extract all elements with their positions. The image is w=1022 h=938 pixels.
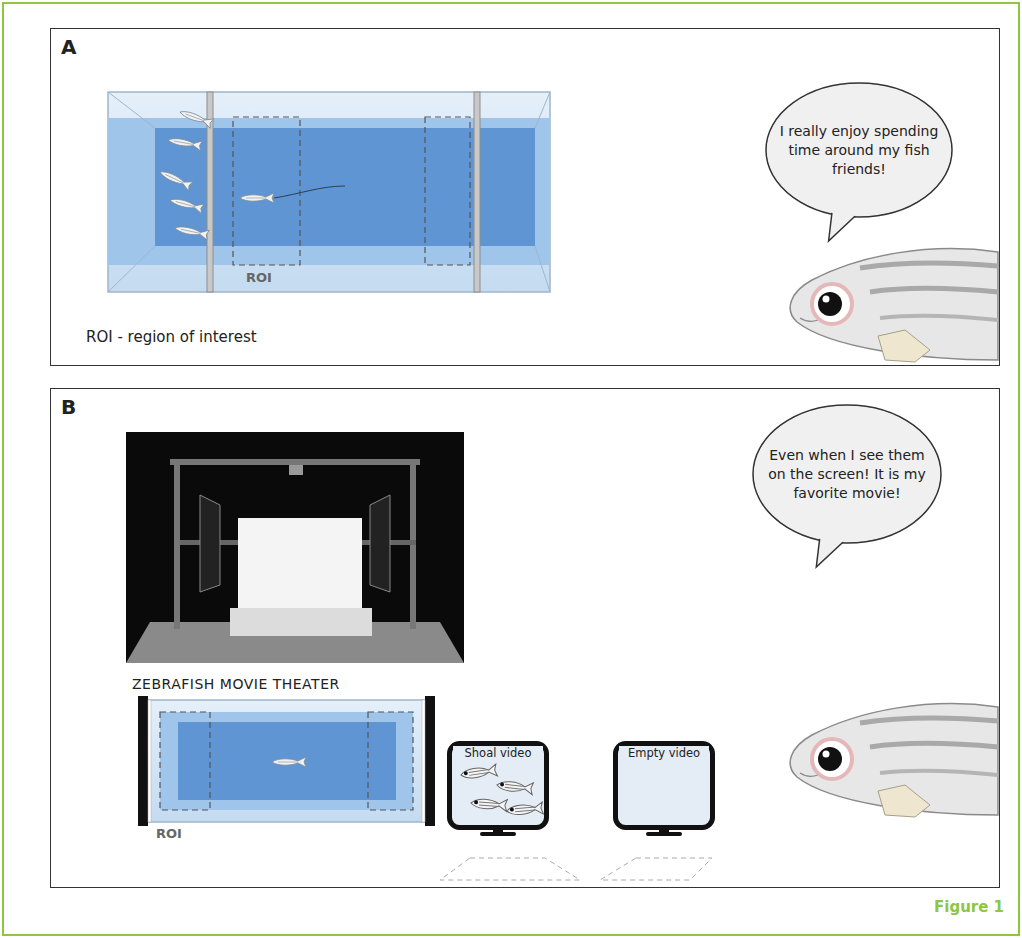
note-text: ROI - region of interest	[86, 328, 257, 346]
speech-text: I really enjoy spending time around my f…	[772, 122, 946, 179]
fish-eye	[500, 782, 504, 786]
fish-eye	[464, 771, 469, 776]
speech-bubble: I really enjoy spending time around my f…	[764, 81, 954, 219]
fish-eye	[474, 800, 478, 804]
panel-letter: B	[61, 395, 76, 419]
shoal-fish	[506, 802, 543, 817]
tank-b	[138, 696, 435, 826]
illustration-part	[138, 696, 148, 826]
illustration-part	[600, 858, 712, 880]
illustration-part	[158, 167, 193, 190]
monitor-screen	[616, 744, 713, 828]
illustration-part	[178, 107, 213, 128]
illustration-part	[440, 858, 580, 880]
illustration-part	[238, 518, 362, 610]
illustration-part	[145, 700, 428, 822]
video-monitor: Shoal video	[447, 741, 549, 837]
panel-box: A I really enjoy spending time around my …	[50, 28, 1000, 366]
fish-body	[460, 764, 497, 781]
illustration-part	[233, 117, 300, 265]
illustration-part	[169, 195, 204, 213]
monitor-stand	[480, 832, 516, 836]
illustration-part	[148, 700, 151, 822]
illustration-part	[370, 495, 390, 592]
fish-stripe	[469, 773, 489, 776]
illustration-part	[174, 459, 180, 629]
fish-body	[471, 797, 508, 811]
roi-label: ROI	[246, 270, 272, 285]
illustration-part	[160, 712, 210, 810]
illustration-part	[790, 249, 998, 362]
screen-title: Shoal video	[453, 746, 543, 760]
illustration-part	[108, 92, 155, 128]
illustration-part	[108, 92, 550, 292]
illustration-part	[108, 118, 550, 265]
illustration-part	[790, 704, 998, 817]
bubble-body	[753, 405, 941, 543]
illustration-part	[272, 757, 306, 767]
figure-label: Figure 1	[934, 898, 1004, 916]
fish-stripe	[515, 810, 535, 812]
fish-eye	[510, 807, 514, 811]
illustration-part	[108, 246, 155, 292]
illustration-part	[535, 246, 550, 292]
illustration-part	[170, 459, 420, 465]
projection-guides	[440, 858, 712, 880]
illustration-part	[230, 608, 372, 636]
illustration-part	[422, 700, 425, 822]
monitor-stand	[646, 832, 682, 836]
fish-stripe	[469, 770, 489, 773]
illustration-part	[178, 722, 396, 800]
illustration-part	[274, 186, 345, 198]
illustration-part	[425, 117, 470, 265]
illustration-part	[474, 92, 480, 292]
panel-box: B Even when I see them on the screen! It …	[50, 388, 1000, 888]
fish-body	[506, 802, 543, 817]
bubble-body	[766, 83, 952, 217]
illustration-part	[289, 465, 303, 475]
illustration-part	[160, 712, 413, 810]
illustration-part	[174, 223, 209, 240]
fish-stripe	[479, 805, 499, 806]
shoal-fish	[496, 779, 533, 795]
tank-a	[108, 92, 550, 292]
illustration-part	[167, 135, 202, 151]
fish-body	[496, 779, 533, 795]
illustration-part	[126, 432, 464, 663]
fish-stripe	[479, 802, 499, 803]
video-monitor: Empty video	[613, 741, 715, 837]
illustration-part	[368, 712, 413, 810]
screen-title: Empty video	[619, 746, 709, 760]
illustration-part	[200, 495, 220, 592]
monitor-screen	[450, 744, 547, 828]
fish-stripe	[515, 807, 535, 809]
shoal-fish	[460, 764, 497, 781]
speech-bubble: Even when I see them on the screen! It i…	[751, 403, 943, 545]
movie-theater	[126, 432, 464, 663]
bubble-fill	[754, 406, 940, 542]
theater-caption: ZEBRAFISH MOVIE THEATER	[132, 676, 340, 692]
illustration-part	[425, 696, 435, 826]
panel-letter: A	[61, 35, 76, 59]
illustration-part	[240, 193, 274, 203]
roi-label: ROI	[156, 826, 182, 841]
shoal-fish	[471, 797, 508, 811]
fish-stripe	[505, 784, 525, 786]
fish-stripe	[505, 787, 525, 789]
speech-text: Even when I see them on the screen! It i…	[759, 446, 935, 503]
bubble-fill	[767, 84, 951, 216]
illustration-part	[535, 92, 550, 128]
